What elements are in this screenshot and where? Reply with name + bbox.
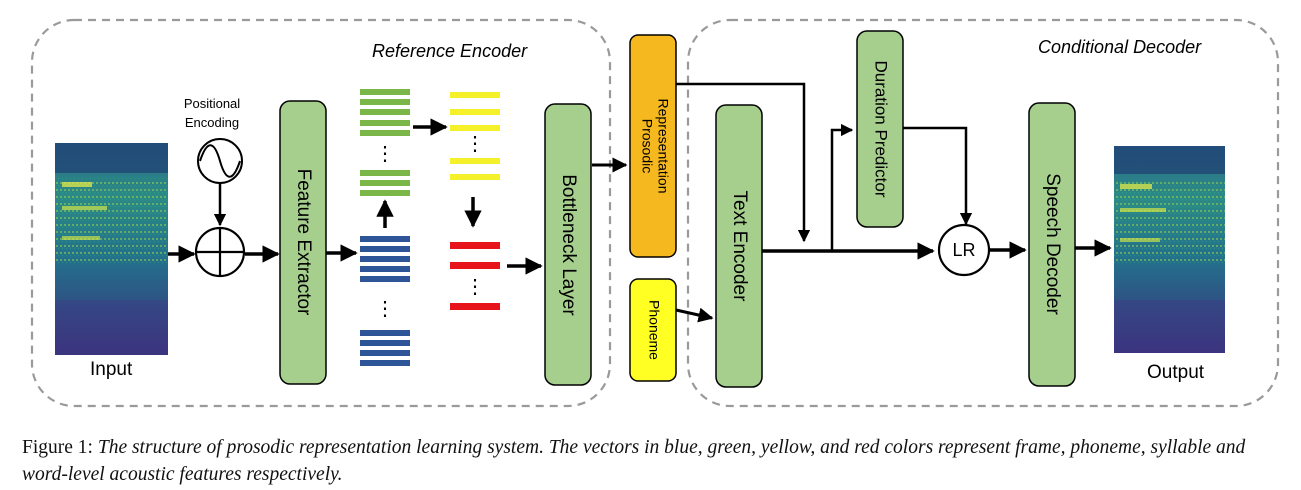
speech-decoder-block <box>1028 102 1076 387</box>
caption-text: The structure of prosodic representation… <box>22 437 1246 485</box>
bottleneck-layer-label: Bottleneck Layer <box>558 174 579 316</box>
frame-vectors-blue <box>360 236 410 366</box>
architecture-diagram: Reference Encoder Conditional Decoder In… <box>30 18 1280 408</box>
output-spectrogram <box>1114 146 1225 353</box>
lr-label: LR <box>952 240 975 260</box>
phoneme-block <box>629 278 677 382</box>
arrow-to-duration-predictor <box>830 123 854 251</box>
output-label: Output <box>1147 362 1205 383</box>
feature-extractor-block <box>279 100 327 385</box>
word-vectors-ellipsis: ⋮ <box>465 276 485 298</box>
bottleneck-layer-block <box>544 103 592 386</box>
arrow-duration-to-lr <box>903 126 973 226</box>
input-label: Input <box>90 359 133 380</box>
prosodic-label-1: Prosodic <box>639 119 655 173</box>
positional-encoding-label-2: Encoding <box>185 115 239 130</box>
speech-decoder-label: Speech Decoder <box>1042 173 1063 315</box>
phoneme-label: Phoneme <box>646 300 662 360</box>
sine-wave-icon <box>197 138 243 184</box>
arrow-prosodic-to-decoder <box>676 82 811 243</box>
feature-extractor-label: Feature Extractor <box>293 169 314 316</box>
prosodic-representation-block <box>629 34 677 258</box>
frame-vectors-ellipsis: ⋮ <box>375 298 395 320</box>
syllable-vectors-yellow <box>450 92 500 180</box>
reference-encoder-label: Reference Encoder <box>372 41 528 61</box>
duration-predictor-label: Duration Predictor <box>872 60 891 197</box>
add-operator-icon <box>194 226 246 278</box>
syllable-vectors-ellipsis: ⋮ <box>465 133 485 155</box>
positional-encoding-label-1: Positional <box>184 96 240 111</box>
input-spectrogram <box>55 143 168 355</box>
text-encoder-label: Text Encoder <box>729 191 750 303</box>
reference-encoder-region <box>30 18 612 408</box>
conditional-decoder-label: Conditional Decoder <box>1038 37 1202 57</box>
phoneme-vectors-ellipsis: ⋮ <box>375 143 395 165</box>
text-encoder-block <box>715 104 763 388</box>
figure-caption: Figure 1: The structure of prosodic repr… <box>22 434 1284 488</box>
arrow-phoneme-to-text-encoder <box>675 307 714 323</box>
phoneme-vectors-green <box>360 89 410 196</box>
caption-prefix: Figure 1: <box>22 437 98 458</box>
prosodic-label-2: Representation <box>655 99 671 194</box>
word-vectors-red <box>450 242 500 310</box>
conditional-decoder-region <box>686 18 1280 408</box>
